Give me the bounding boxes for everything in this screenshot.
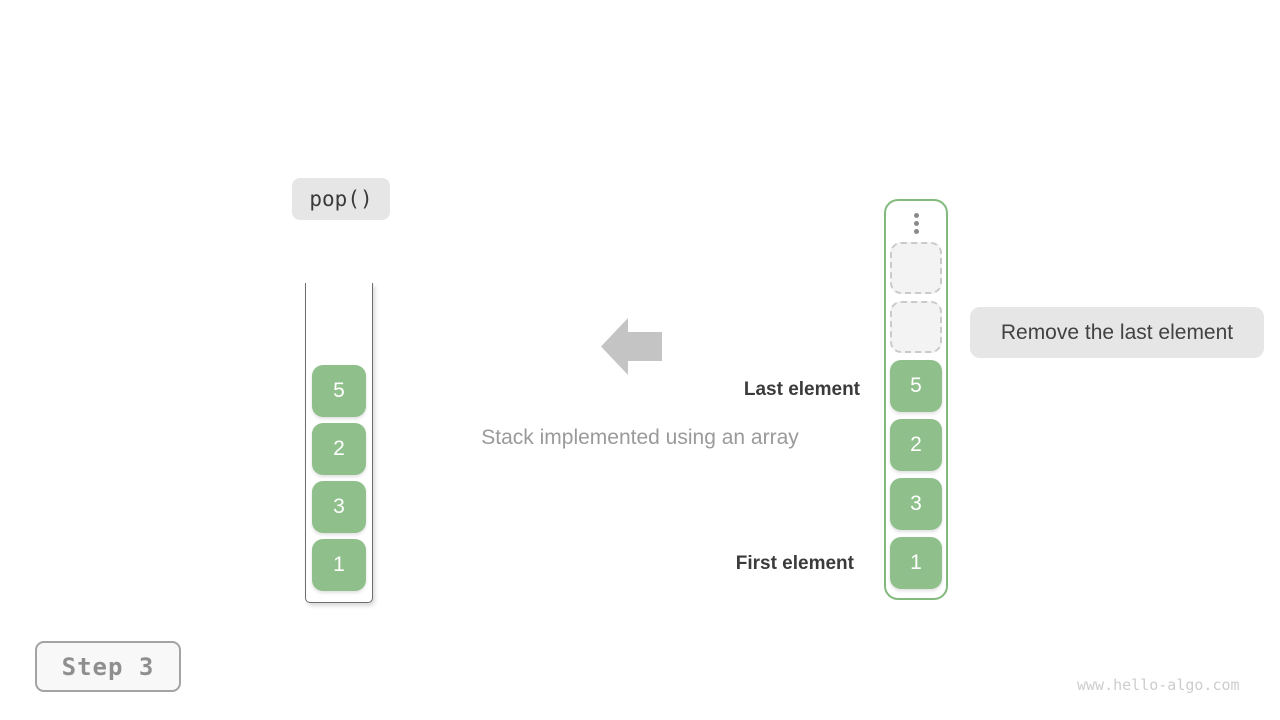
first-element-label: First element	[735, 553, 854, 574]
empty-slot	[890, 242, 942, 294]
array-item: 5	[890, 360, 942, 412]
diagram-caption: Stack implemented using an array	[481, 426, 799, 449]
remove-annotation: Remove the last element	[970, 307, 1264, 358]
array-item: 2	[890, 419, 942, 471]
stack-item: 1	[312, 539, 366, 591]
stack-container: 5 2 3 1	[305, 283, 373, 603]
watermark: www.hello-algo.com	[1077, 676, 1240, 694]
vertical-dots-icon	[913, 211, 919, 235]
arrow-left-icon	[601, 318, 662, 375]
stack-item: 3	[312, 481, 366, 533]
array-item: 3	[890, 478, 942, 530]
stack-item: 5	[312, 365, 366, 417]
stack-item: 2	[312, 423, 366, 475]
operation-label: pop()	[292, 178, 390, 220]
array-container: 5 2 3 1	[884, 199, 948, 600]
empty-slot	[890, 301, 942, 353]
step-badge: Step 3	[35, 641, 181, 692]
last-element-label: Last element	[743, 379, 860, 400]
array-item: 1	[890, 537, 942, 589]
